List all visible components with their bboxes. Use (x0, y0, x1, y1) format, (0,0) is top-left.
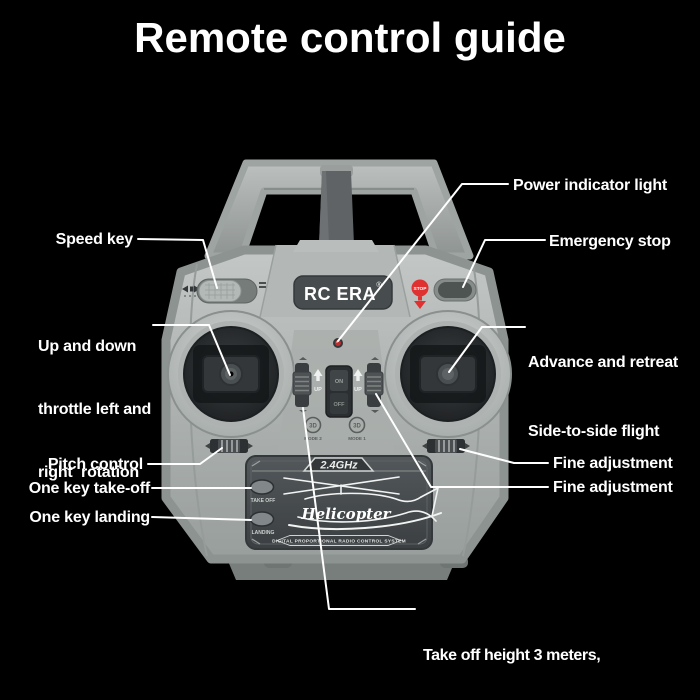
label-advance: Advance and retreat Side-to-side flight (528, 354, 679, 440)
power-indicator-led (333, 338, 343, 348)
brand-plate: RC ERA ® (293, 275, 393, 310)
right-trim-slider (422, 439, 470, 453)
mode1-badge: 3D MODE 1 (348, 416, 366, 441)
label-takeoff-note: Take off height 3 meters, 3 gear, push u… (423, 646, 601, 664)
svg-text:DIGITAL PROPORTIONAL RADIO CON: DIGITAL PROPORTIONAL RADIO CONTROL SYSTE… (272, 539, 406, 545)
label-fine-adjustment-trim: Fine adjustment (553, 455, 673, 472)
helicopter-script-text: Helicopter (300, 505, 391, 523)
frequency-banner: 2.4GHz (302, 457, 375, 472)
registered-mark: ® (376, 281, 382, 289)
svg-text:UP: UP (354, 387, 362, 393)
speed-key-slider (182, 278, 266, 304)
svg-text:UP: UP (314, 387, 322, 393)
line-emergency-stop (462, 239, 546, 288)
left-gear-slider (292, 357, 312, 413)
line-fine-adjustment-slider (375, 393, 549, 488)
label-fine-adjustment-slider: Fine adjustment (553, 479, 673, 496)
svg-text:LANDING: LANDING (252, 530, 275, 536)
svg-text:STOP: STOP (414, 286, 428, 292)
line-takeoff-note (302, 407, 416, 610)
right-joystick (384, 310, 512, 438)
line-throttle (152, 324, 231, 376)
up-arrow-left: UP (313, 369, 323, 393)
on-off-switch: ON OFF (325, 365, 353, 418)
svg-text:ON: ON (335, 379, 343, 385)
line-speed-key (137, 238, 218, 289)
left-trim-slider (205, 439, 253, 453)
bottom-plate: 2.4GHz TAKE OFF LANDING Helicopter (245, 455, 442, 550)
label-power-indicator: Power indicator light (513, 177, 668, 194)
line-one-key-landing (151, 516, 252, 521)
svg-text:TAKE OFF: TAKE OFF (251, 498, 276, 504)
left-joystick (167, 310, 295, 438)
label-one-key-landing: One key landing (29, 509, 150, 526)
up-arrow-right: UP (353, 369, 363, 393)
helicopter-artwork (283, 476, 442, 530)
svg-text:MODE 1: MODE 1 (348, 436, 366, 441)
callout-lines (137, 183, 549, 610)
emergency-stop-button (433, 278, 477, 302)
line-fine-adjustment-trim (459, 448, 549, 464)
label-pitch-control: Pitch control (47, 456, 143, 473)
svg-text:2.4GHz: 2.4GHz (319, 460, 358, 472)
line-power-indicator (337, 183, 509, 342)
svg-text:MODE 2: MODE 2 (304, 436, 322, 441)
svg-text:3D: 3D (353, 424, 361, 430)
center-console: UP ON OFF UP 3D MODE 2 (292, 357, 384, 441)
svg-text:3D: 3D (309, 424, 317, 430)
svg-text:OFF: OFF (334, 402, 346, 408)
line-pitch-control (147, 447, 223, 465)
label-throttle: Up and down throttle left and right rota… (38, 338, 152, 481)
page-title: Remote control guide (134, 14, 566, 61)
label-one-key-takeoff: One key take-off (28, 480, 150, 497)
brand-logo: RC ERA (304, 284, 376, 304)
label-speed-key: Speed key (55, 231, 134, 248)
line-advance (448, 326, 526, 373)
right-gear-slider (364, 357, 384, 413)
label-emergency-stop: Emergency stop (549, 233, 671, 250)
landing-button: LANDING (249, 511, 275, 536)
antenna-post (319, 165, 354, 245)
stop-badge-icon: STOP (411, 279, 429, 309)
plate-footer-banner: DIGITAL PROPORTIONAL RADIO CONTROL SYSTE… (272, 535, 406, 546)
